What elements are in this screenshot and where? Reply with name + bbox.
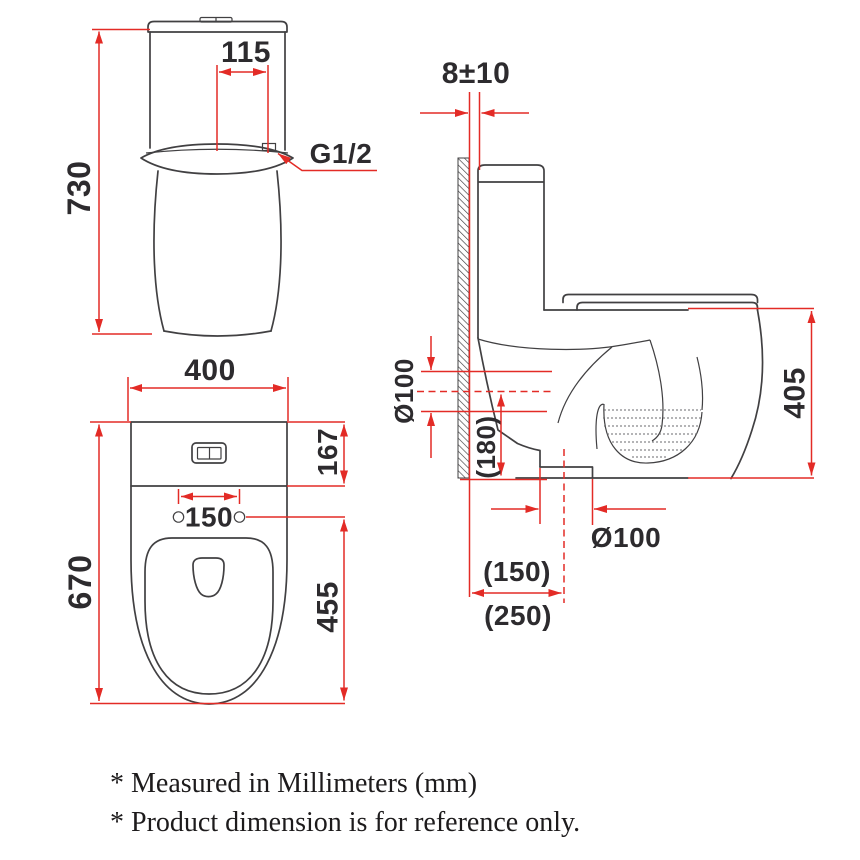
dim-405-label: 405 — [779, 367, 812, 419]
side-seat-ring — [576, 301, 759, 311]
footnote-units: * Measured in Millimeters (mm) — [110, 768, 478, 799]
dim-400-label: 400 — [184, 354, 236, 387]
plan-water-spot — [192, 557, 225, 598]
dim-roughin-alt-label: (250) — [484, 600, 552, 631]
dim-gap-label: 8±10 — [442, 57, 511, 90]
dim-730-label: 730 — [61, 161, 97, 216]
dim-180-label: (180) — [471, 415, 501, 478]
plan-inner-opening — [144, 537, 274, 695]
flush-button-front — [199, 16, 233, 23]
side-front-skirt — [730, 309, 764, 480]
trap-back-curve — [557, 346, 613, 424]
bowl-front-base — [163, 330, 272, 337]
seat-hole-left — [172, 511, 185, 523]
side-view: 8±10 Ø100 (180) 405 Ø100 (150) (250) — [389, 57, 816, 631]
dim-115-label: 115 — [221, 36, 271, 69]
tank-lid-outline — [147, 20, 288, 33]
bowl-front-right — [270, 170, 282, 332]
side-seat-lid — [562, 293, 759, 304]
g12-label: G1/2 — [310, 138, 373, 169]
sump-outline — [595, 403, 703, 464]
plan-outer-outline — [130, 421, 288, 705]
dim-455-label: 455 — [312, 581, 345, 633]
floor-drain-label: Ø100 — [591, 522, 662, 553]
trap-front-curve — [696, 356, 704, 411]
side-drain-notch — [539, 466, 594, 479]
sump-water-lines — [603, 409, 701, 458]
seat-front-outline — [140, 143, 294, 175]
trap-underbody-curve — [477, 338, 651, 351]
flush-button-plan — [191, 442, 227, 464]
top-view: 400 670 167 150 455 — [62, 354, 348, 705]
front-view: 730 115 G1/2 — [61, 16, 377, 337]
inlet-fitting — [261, 142, 277, 152]
dim-670-label: 670 — [62, 555, 98, 610]
footnote-reference: * Product dimension is for reference onl… — [110, 807, 581, 838]
dim-150-label: 150 — [185, 502, 233, 533]
footnotes: * Measured in Millimeters (mm) * Product… — [110, 764, 580, 842]
g12-leader-line — [277, 152, 377, 172]
dim-roughin-label: (150) — [483, 556, 551, 587]
bowl-front-left — [153, 170, 165, 332]
dim-167-label: 167 — [312, 428, 343, 476]
wall-drain-label: Ø100 — [389, 358, 419, 424]
trap-flush-curve — [649, 339, 664, 442]
wall-hatch — [457, 157, 470, 479]
side-tank-outline — [477, 164, 545, 339]
seat-hole-right — [233, 511, 246, 523]
